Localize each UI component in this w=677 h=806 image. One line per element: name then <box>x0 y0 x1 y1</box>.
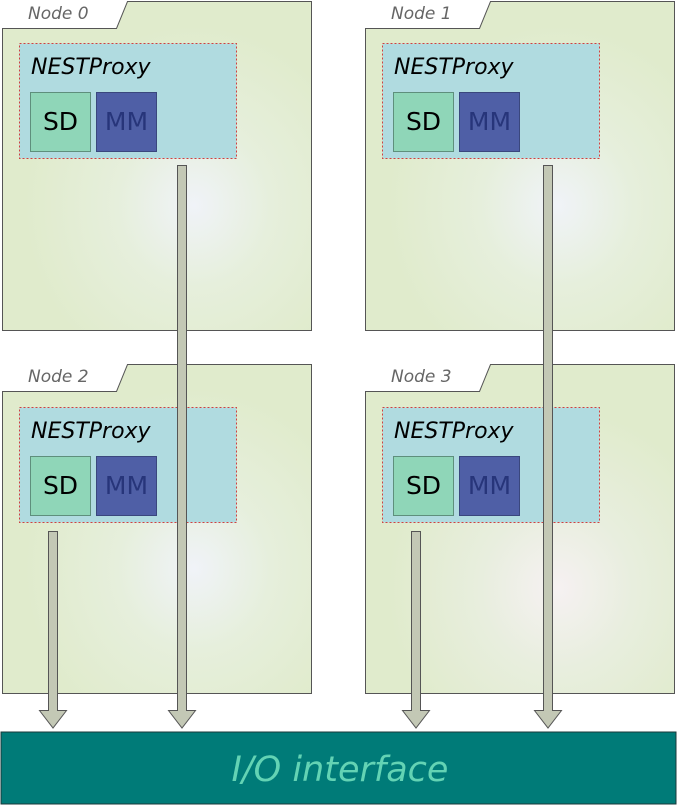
node-1-sd-label: SD <box>406 107 441 136</box>
node-3: Node 3 NESTProxy SD MM <box>365 364 675 694</box>
node-1-nestproxy-label: NESTProxy <box>394 55 515 80</box>
node-2-sd-label: SD <box>43 471 78 500</box>
node-0-mm-label: MM <box>105 107 148 136</box>
node-3-sd-label: SD <box>406 471 441 500</box>
node-3-sd-box <box>393 456 454 516</box>
arrow-node-2-to-io <box>38 531 68 729</box>
node-1-label: Node 1 <box>391 4 452 24</box>
node-1: Node 1 NESTProxy SD MM <box>365 1 675 331</box>
arrow-node-1-to-io <box>533 165 563 729</box>
node-2-mm-label: MM <box>105 471 148 500</box>
node-3-mm-label: MM <box>468 471 511 500</box>
node-1-nestproxy: NESTProxy SD MM <box>382 43 600 159</box>
data-flow-arrows <box>38 165 563 729</box>
node-0-sd-box <box>30 92 91 152</box>
arrow-node-0-to-io <box>167 165 197 729</box>
node-1-sd-box <box>393 92 454 152</box>
node-3-label: Node 3 <box>391 367 452 387</box>
node-0-mm-box <box>96 92 157 152</box>
io-interface: I/O interface <box>0 731 677 805</box>
node-3-mm-box <box>459 456 520 516</box>
node-0-label: Node 0 <box>28 4 89 24</box>
node-3-nestproxy-label: NESTProxy <box>394 419 515 444</box>
io-interface-bar <box>0 731 677 805</box>
node-0-nestproxy: NESTProxy SD MM <box>19 43 237 159</box>
node-2: Node 2 NESTProxy SD MM <box>2 364 312 694</box>
node-2-nestproxy: NESTProxy SD MM <box>19 407 237 523</box>
node-2-label: Node 2 <box>28 367 89 387</box>
node-0-nestproxy-label: NESTProxy <box>31 55 152 80</box>
node-1-mm-box <box>459 92 520 152</box>
node-3-nestproxy: NESTProxy SD MM <box>382 407 600 523</box>
node-0-sd-label: SD <box>43 107 78 136</box>
node-0: Node 0 NESTProxy SD MM <box>2 1 312 331</box>
node-2-nestproxy-label: NESTProxy <box>31 419 152 444</box>
node-2-sd-box <box>30 456 91 516</box>
arrow-node-3-to-io <box>401 531 431 729</box>
node-2-mm-box <box>96 456 157 516</box>
io-interface-label: I/O interface <box>232 750 449 790</box>
node-1-mm-label: MM <box>468 107 511 136</box>
